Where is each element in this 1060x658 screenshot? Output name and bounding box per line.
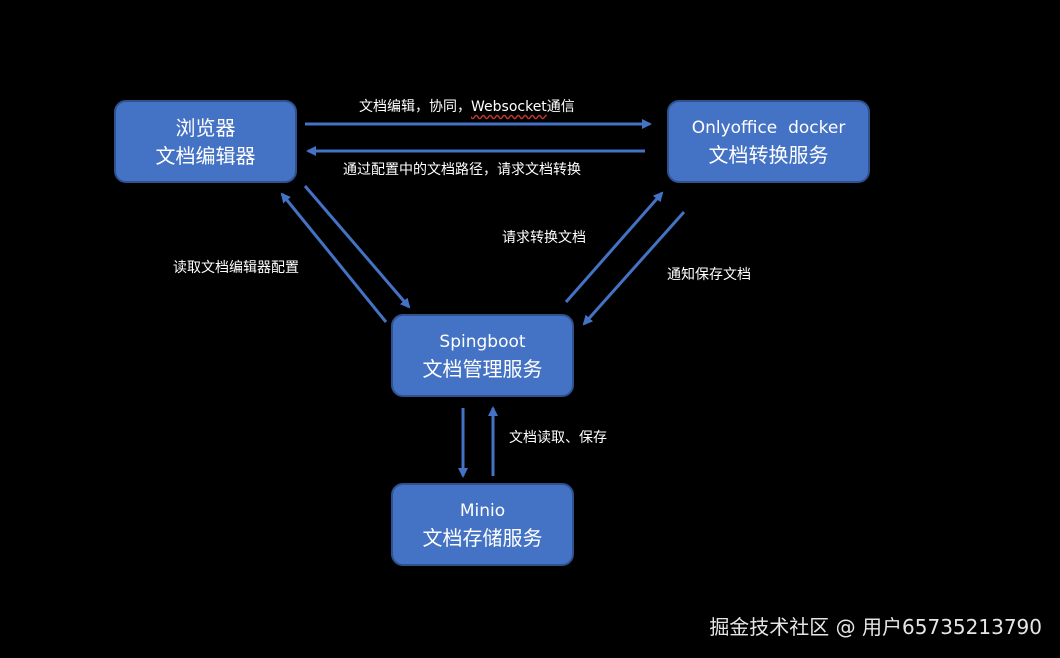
label-onlyoffice-to-browser: 通过配置中的文档路径，请求文档转换 [343, 162, 581, 178]
label-browser-to-onlyoffice-suffix: 通信 [546, 99, 575, 115]
arrow-browser-to-springboot [303, 185, 411, 309]
arrow-springboot-to-browser [280, 192, 388, 323]
node-minio-storage: Minio 文档存储服务 [391, 483, 574, 566]
node-minio-line1: Minio [459, 500, 506, 521]
node-browser-editor: 浏览器 文档编辑器 [114, 100, 297, 183]
node-springboot-line2: 文档管理服务 [422, 356, 543, 381]
label-onlyoffice-to-springboot: 通知保存文档 [667, 267, 751, 283]
label-springboot-to-browser: 读取文档编辑器配置 [173, 260, 299, 276]
label-springboot-minio: 文档读取、保存 [509, 430, 607, 446]
node-springboot-service: Spingboot 文档管理服务 [391, 314, 574, 397]
arrow-onlyoffice-to-springboot [582, 211, 686, 326]
label-springboot-to-onlyoffice: 请求转换文档 [502, 230, 586, 246]
node-onlyoffice-docker: Onlyoffice docker 文档转换服务 [667, 100, 870, 183]
node-springboot-line1: Spingboot [439, 331, 526, 352]
node-onlyoffice-line2: 文档转换服务 [708, 142, 829, 167]
node-minio-line2: 文档存储服务 [422, 525, 543, 550]
arrow-springboot-to-onlyoffice [564, 191, 664, 303]
label-websocket: Websocket [471, 99, 547, 115]
label-browser-to-onlyoffice-prefix: 文档编辑，协同， [359, 99, 471, 115]
watermark-text: 掘金技术社区 @ 用户65735213790 [709, 615, 1042, 639]
node-browser-line1: 浏览器 [175, 115, 236, 140]
node-browser-line2: 文档编辑器 [155, 143, 256, 168]
label-browser-to-onlyoffice: 文档编辑，协同，Websocket通信 [359, 96, 575, 116]
node-onlyoffice-line1: Onlyoffice docker [691, 117, 846, 138]
